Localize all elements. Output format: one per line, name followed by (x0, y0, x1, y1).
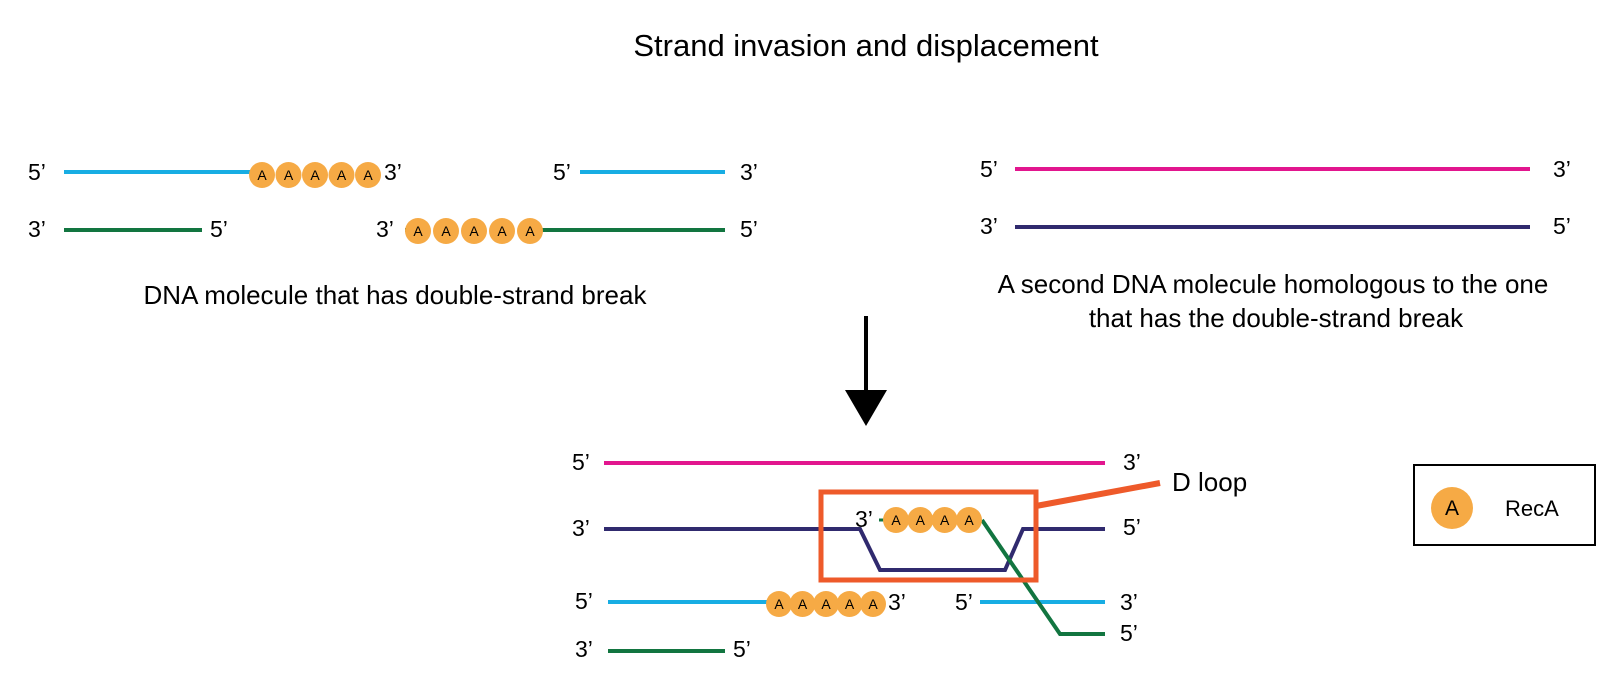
reca-protein (836, 591, 863, 617)
end-label-5prime: 5’ (210, 216, 228, 242)
reca-protein-letter: A (310, 167, 320, 183)
end-label-5prime: 5’ (553, 159, 571, 185)
end-label-3prime: 3’ (888, 589, 906, 615)
diagram-title: Strand invasion and displacement (633, 28, 1099, 63)
reca-protein-letter: A (891, 512, 901, 528)
end-label-3prime: 3’ (980, 213, 998, 239)
end-label-3prime: 3’ (28, 216, 46, 242)
reca-protein (355, 162, 381, 188)
d-loop-label: D loop (1172, 467, 1247, 497)
d-loop-pointer (1035, 480, 1161, 509)
end-label-3prime: 3’ (384, 159, 402, 185)
reca-legend-letter: A (1445, 497, 1459, 520)
reca-protein (328, 162, 355, 188)
reca-protein (813, 591, 839, 617)
reca-protein-letter: A (845, 596, 855, 612)
reca-legend-icon (1431, 487, 1473, 529)
left-caption: DNA molecule that has double-strand brea… (144, 280, 648, 310)
reca-protein (907, 507, 934, 533)
reca-protein-letter: A (497, 223, 507, 239)
reca-protein-letter: A (525, 223, 535, 239)
reca-protein (956, 507, 982, 533)
end-label-5prime: 5’ (980, 156, 998, 182)
end-label-3prime: 3’ (740, 159, 758, 185)
arrow-down-icon (845, 316, 887, 426)
reca-protein-letter: A (868, 596, 878, 612)
reca-protein-letter: A (257, 167, 267, 183)
end-label-3prime: 3’ (1123, 449, 1141, 475)
reca-protein (433, 218, 459, 244)
end-label-3prime: 3’ (1553, 156, 1571, 182)
reca-protein (405, 218, 431, 244)
end-label-5prime: 5’ (955, 589, 973, 615)
result-strand-navy-displaced (604, 527, 1105, 572)
right-caption-line-2: that has the double-strand break (1089, 303, 1464, 333)
reca-protein-letter: A (441, 223, 451, 239)
end-label-3prime: 3’ (1120, 589, 1138, 615)
reca-protein (860, 591, 886, 617)
reca-protein-letter: A (469, 223, 479, 239)
homologous-dna-molecule: 5’ 3’ 3’ 5’ A second DNA molecule homolo… (980, 156, 1571, 333)
end-label-5prime: 5’ (575, 588, 593, 614)
reca-protein-letter: A (337, 167, 347, 183)
reca-protein (275, 162, 302, 188)
end-label-5prime: 5’ (572, 449, 590, 475)
end-label-3prime: 3’ (376, 216, 394, 242)
end-label-3prime: 3’ (575, 636, 593, 662)
reca-protein-letter: A (916, 512, 926, 528)
reca-protein (883, 507, 909, 533)
reca-protein (249, 162, 275, 188)
reca-protein (517, 218, 543, 244)
end-label-5prime: 5’ (28, 159, 46, 185)
end-label-3prime: 3’ (572, 515, 590, 541)
reca-protein (766, 591, 792, 617)
legend: A RecA (1413, 464, 1596, 546)
end-label-5prime: 5’ (1123, 514, 1141, 540)
end-label-5prime: 5’ (733, 636, 751, 662)
reca-protein-letter: A (964, 512, 974, 528)
d-loop-box (818, 489, 1039, 583)
reca-protein-letter: A (774, 596, 784, 612)
end-label-5prime: 5’ (740, 216, 758, 242)
invading-strand-green (980, 518, 1105, 636)
right-caption-line-1: A second DNA molecule homologous to the … (998, 269, 1549, 299)
legend-label: RecA (1505, 496, 1559, 521)
reca-protein-letter: A (284, 167, 294, 183)
reca-protein-letter: A (363, 167, 373, 183)
reca-protein (931, 507, 958, 533)
end-label-5prime: 5’ (1553, 213, 1571, 239)
reca-protein (461, 218, 487, 244)
reca-protein (302, 162, 328, 188)
reca-protein-letter: A (413, 223, 423, 239)
reca-protein (789, 591, 816, 617)
reca-protein-letter: A (940, 512, 950, 528)
end-label-3prime: 3’ (855, 506, 873, 532)
reca-protein-letter: A (798, 596, 808, 612)
reca-protein-letter: A (821, 596, 831, 612)
reca-protein (489, 218, 515, 244)
end-label-5prime: 5’ (1120, 620, 1138, 646)
